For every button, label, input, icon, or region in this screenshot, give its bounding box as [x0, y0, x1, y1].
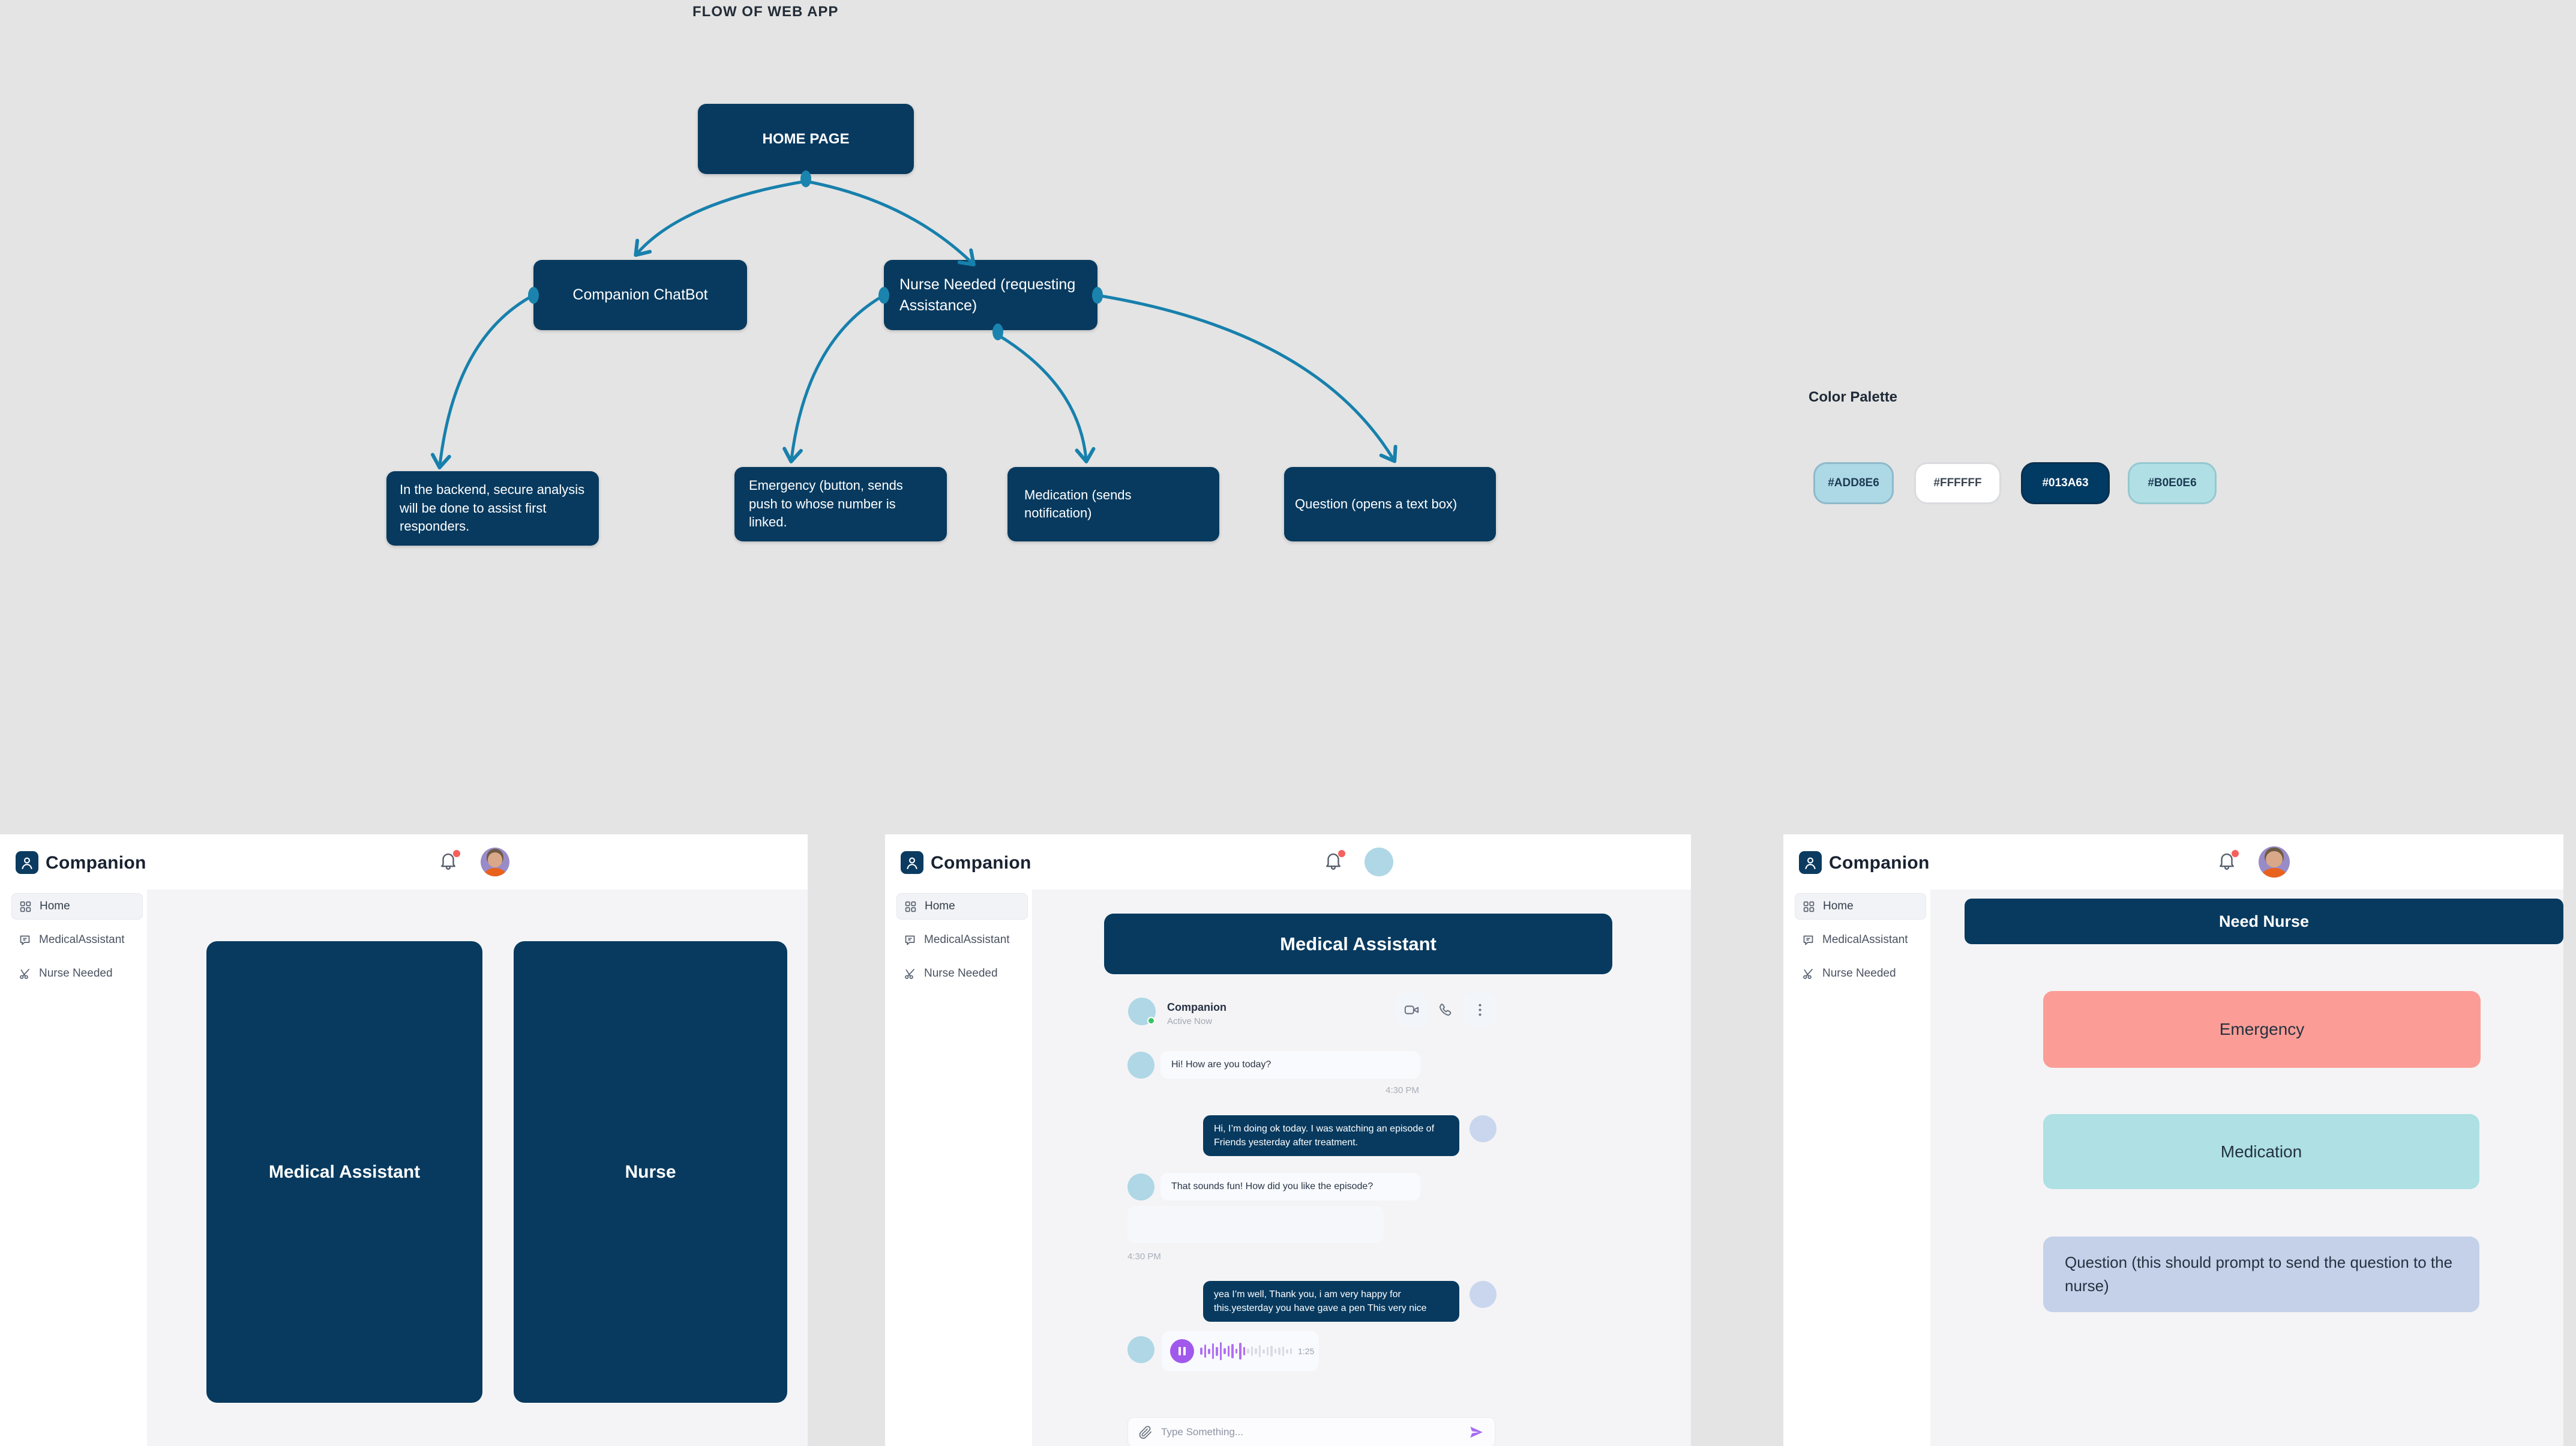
- palette-chip-013a63[interactable]: #013A63: [2021, 462, 2110, 504]
- sidebar-item-nurse-needed[interactable]: Nurse Needed: [1795, 960, 1926, 987]
- sidebar-item-label: Nurse Needed: [1822, 967, 1896, 980]
- connector-nurse-to-medication: [996, 333, 1096, 463]
- sidebar-item-label: Nurse Needed: [39, 967, 113, 980]
- contact-avatar: [1127, 1052, 1154, 1079]
- contact-status: Active Now: [1167, 1016, 1213, 1026]
- notifications-bell-icon[interactable]: [1323, 850, 1347, 874]
- nurse-card[interactable]: Nurse: [514, 941, 787, 1403]
- sidebar-item-label: Home: [1823, 900, 1854, 912]
- chat-bubble-icon: [1803, 935, 1813, 945]
- timestamp: 4:30 PM: [1127, 1252, 1161, 1262]
- flow-node-companion-chatbot[interactable]: Companion ChatBot: [533, 260, 747, 330]
- sidebar-item-label: Home: [40, 900, 70, 912]
- flow-node-backend-analysis[interactable]: In the backend, secure analysis will be …: [386, 471, 599, 546]
- mockup-need-nurse-screen: Companion Home MedicalAssistant Nurse Ne…: [1783, 834, 2563, 1446]
- grid-icon: [20, 901, 31, 912]
- companion-logo-icon: [16, 851, 38, 874]
- chat-bubble-icon: [905, 935, 915, 945]
- self-avatar: [1470, 1281, 1497, 1308]
- palette-title: Color Palette: [1809, 389, 1898, 405]
- flow-node-question[interactable]: Question (opens a text box): [1284, 467, 1496, 541]
- notification-dot: [2232, 850, 2239, 857]
- grid-icon: [1803, 901, 1815, 912]
- connector-chatbot-to-backend: [430, 294, 535, 469]
- message-input-bar: [1127, 1417, 1495, 1446]
- online-status-dot: [1147, 1017, 1155, 1025]
- flow-node-emergency[interactable]: Emergency (button, sends push to whose n…: [734, 467, 947, 541]
- message-input[interactable]: [1161, 1426, 1460, 1438]
- flow-node-home-page[interactable]: HOME PAGE: [698, 104, 914, 174]
- self-avatar: [1470, 1115, 1497, 1142]
- question-button[interactable]: Question (this should prompt to send the…: [2043, 1237, 2479, 1312]
- emergency-button[interactable]: Emergency: [2043, 991, 2481, 1068]
- palette-chip-ffffff[interactable]: #FFFFFF: [1914, 462, 2001, 504]
- notifications-bell-icon[interactable]: [438, 850, 462, 874]
- scissors-icon: [905, 968, 914, 979]
- message-bubble-in: That sounds fun! How did you like the ep…: [1160, 1173, 1420, 1200]
- sidebar-item-label: Home: [925, 900, 955, 912]
- sidebar-item-medical-assistant[interactable]: MedicalAssistant: [11, 927, 143, 953]
- voice-waveform[interactable]: [1200, 1339, 1292, 1363]
- brand-name: Companion: [931, 853, 1031, 873]
- sidebar-item-label: MedicalAssistant: [1822, 933, 1908, 946]
- send-icon[interactable]: [1468, 1424, 1484, 1440]
- palette-chip-add8e6[interactable]: #ADD8E6: [1813, 462, 1894, 504]
- contact-avatar: [1127, 1336, 1154, 1363]
- medication-button[interactable]: Medication: [2043, 1114, 2479, 1189]
- user-avatar[interactable]: [1365, 848, 1393, 876]
- message-bubble-out: Hi, I’m doing ok today. I was watching a…: [1203, 1115, 1459, 1157]
- timestamp: 4:30 PM: [1386, 1085, 1419, 1095]
- sidebar-item-home[interactable]: Home: [896, 893, 1028, 920]
- sidebar-item-home[interactable]: Home: [11, 893, 143, 920]
- user-avatar[interactable]: [481, 848, 509, 876]
- sidebar-item-medical-assistant[interactable]: MedicalAssistant: [1795, 927, 1926, 953]
- notification-dot: [1338, 850, 1345, 857]
- connector-home-to-nurse: [804, 179, 976, 267]
- contact-avatar: [1128, 998, 1156, 1025]
- sidebar-item-medical-assistant[interactable]: MedicalAssistant: [896, 927, 1028, 953]
- brand-name: Companion: [46, 853, 146, 873]
- message-bubble-in: Hi! How are you today?: [1160, 1051, 1420, 1079]
- notifications-bell-icon[interactable]: [2217, 850, 2241, 874]
- contact-name: Companion: [1167, 1001, 1226, 1013]
- medical-assistant-card[interactable]: Medical Assistant: [206, 941, 482, 1403]
- flow-node-medication[interactable]: Medication (sends notification): [1007, 467, 1219, 541]
- need-nurse-banner: Need Nurse: [1965, 899, 2563, 944]
- brand-name: Companion: [1829, 853, 1930, 873]
- sidebar-item-label: MedicalAssistant: [924, 933, 1010, 946]
- scissors-icon: [1803, 968, 1813, 979]
- companion-logo-icon: [1799, 851, 1822, 874]
- message-bubble-out: yea I’m well, Thank you, i am very happy…: [1203, 1281, 1459, 1322]
- contact-avatar: [1127, 1173, 1154, 1200]
- sidebar-item-nurse-needed[interactable]: Nurse Needed: [11, 960, 143, 987]
- companion-logo-icon: [901, 851, 923, 874]
- video-call-icon[interactable]: [1395, 993, 1428, 1026]
- palette-chip-b0e0e6[interactable]: #B0E0E6: [2128, 462, 2217, 504]
- sidebar-item-label: Nurse Needed: [924, 967, 998, 980]
- connector-nurse-to-question: [1096, 294, 1398, 463]
- mockup-chat-screen: Companion Home MedicalAssistant Nurse Ne…: [885, 834, 1691, 1446]
- sidebar-item-home[interactable]: Home: [1795, 893, 1926, 920]
- voice-call-icon[interactable]: [1429, 993, 1462, 1026]
- connector-nurse-to-emergency: [782, 294, 886, 463]
- paperclip-icon[interactable]: [1139, 1426, 1153, 1439]
- flow-node-nurse-needed[interactable]: Nurse Needed (requesting Assistance): [884, 260, 1097, 330]
- connector-home-to-chatbot: [634, 179, 808, 257]
- flow-title: FLOW OF WEB APP: [692, 4, 839, 20]
- empty-message-bubble: [1127, 1206, 1384, 1243]
- mockup-home-screen: Companion Home MedicalAssistant Nurse Ne…: [0, 834, 808, 1446]
- sidebar-item-label: MedicalAssistant: [39, 933, 125, 946]
- kebab-menu-icon[interactable]: [1463, 993, 1497, 1026]
- user-avatar[interactable]: [2259, 846, 2290, 878]
- voice-message: 1:25: [1162, 1331, 1319, 1372]
- scissors-icon: [20, 968, 29, 979]
- notification-dot: [453, 850, 460, 857]
- pause-icon[interactable]: [1170, 1339, 1194, 1363]
- voice-duration: 1:25: [1298, 1346, 1315, 1356]
- sidebar-item-nurse-needed[interactable]: Nurse Needed: [896, 960, 1028, 987]
- chat-title-banner: Medical Assistant: [1104, 914, 1612, 974]
- grid-icon: [905, 901, 916, 912]
- chat-bubble-icon: [20, 935, 30, 945]
